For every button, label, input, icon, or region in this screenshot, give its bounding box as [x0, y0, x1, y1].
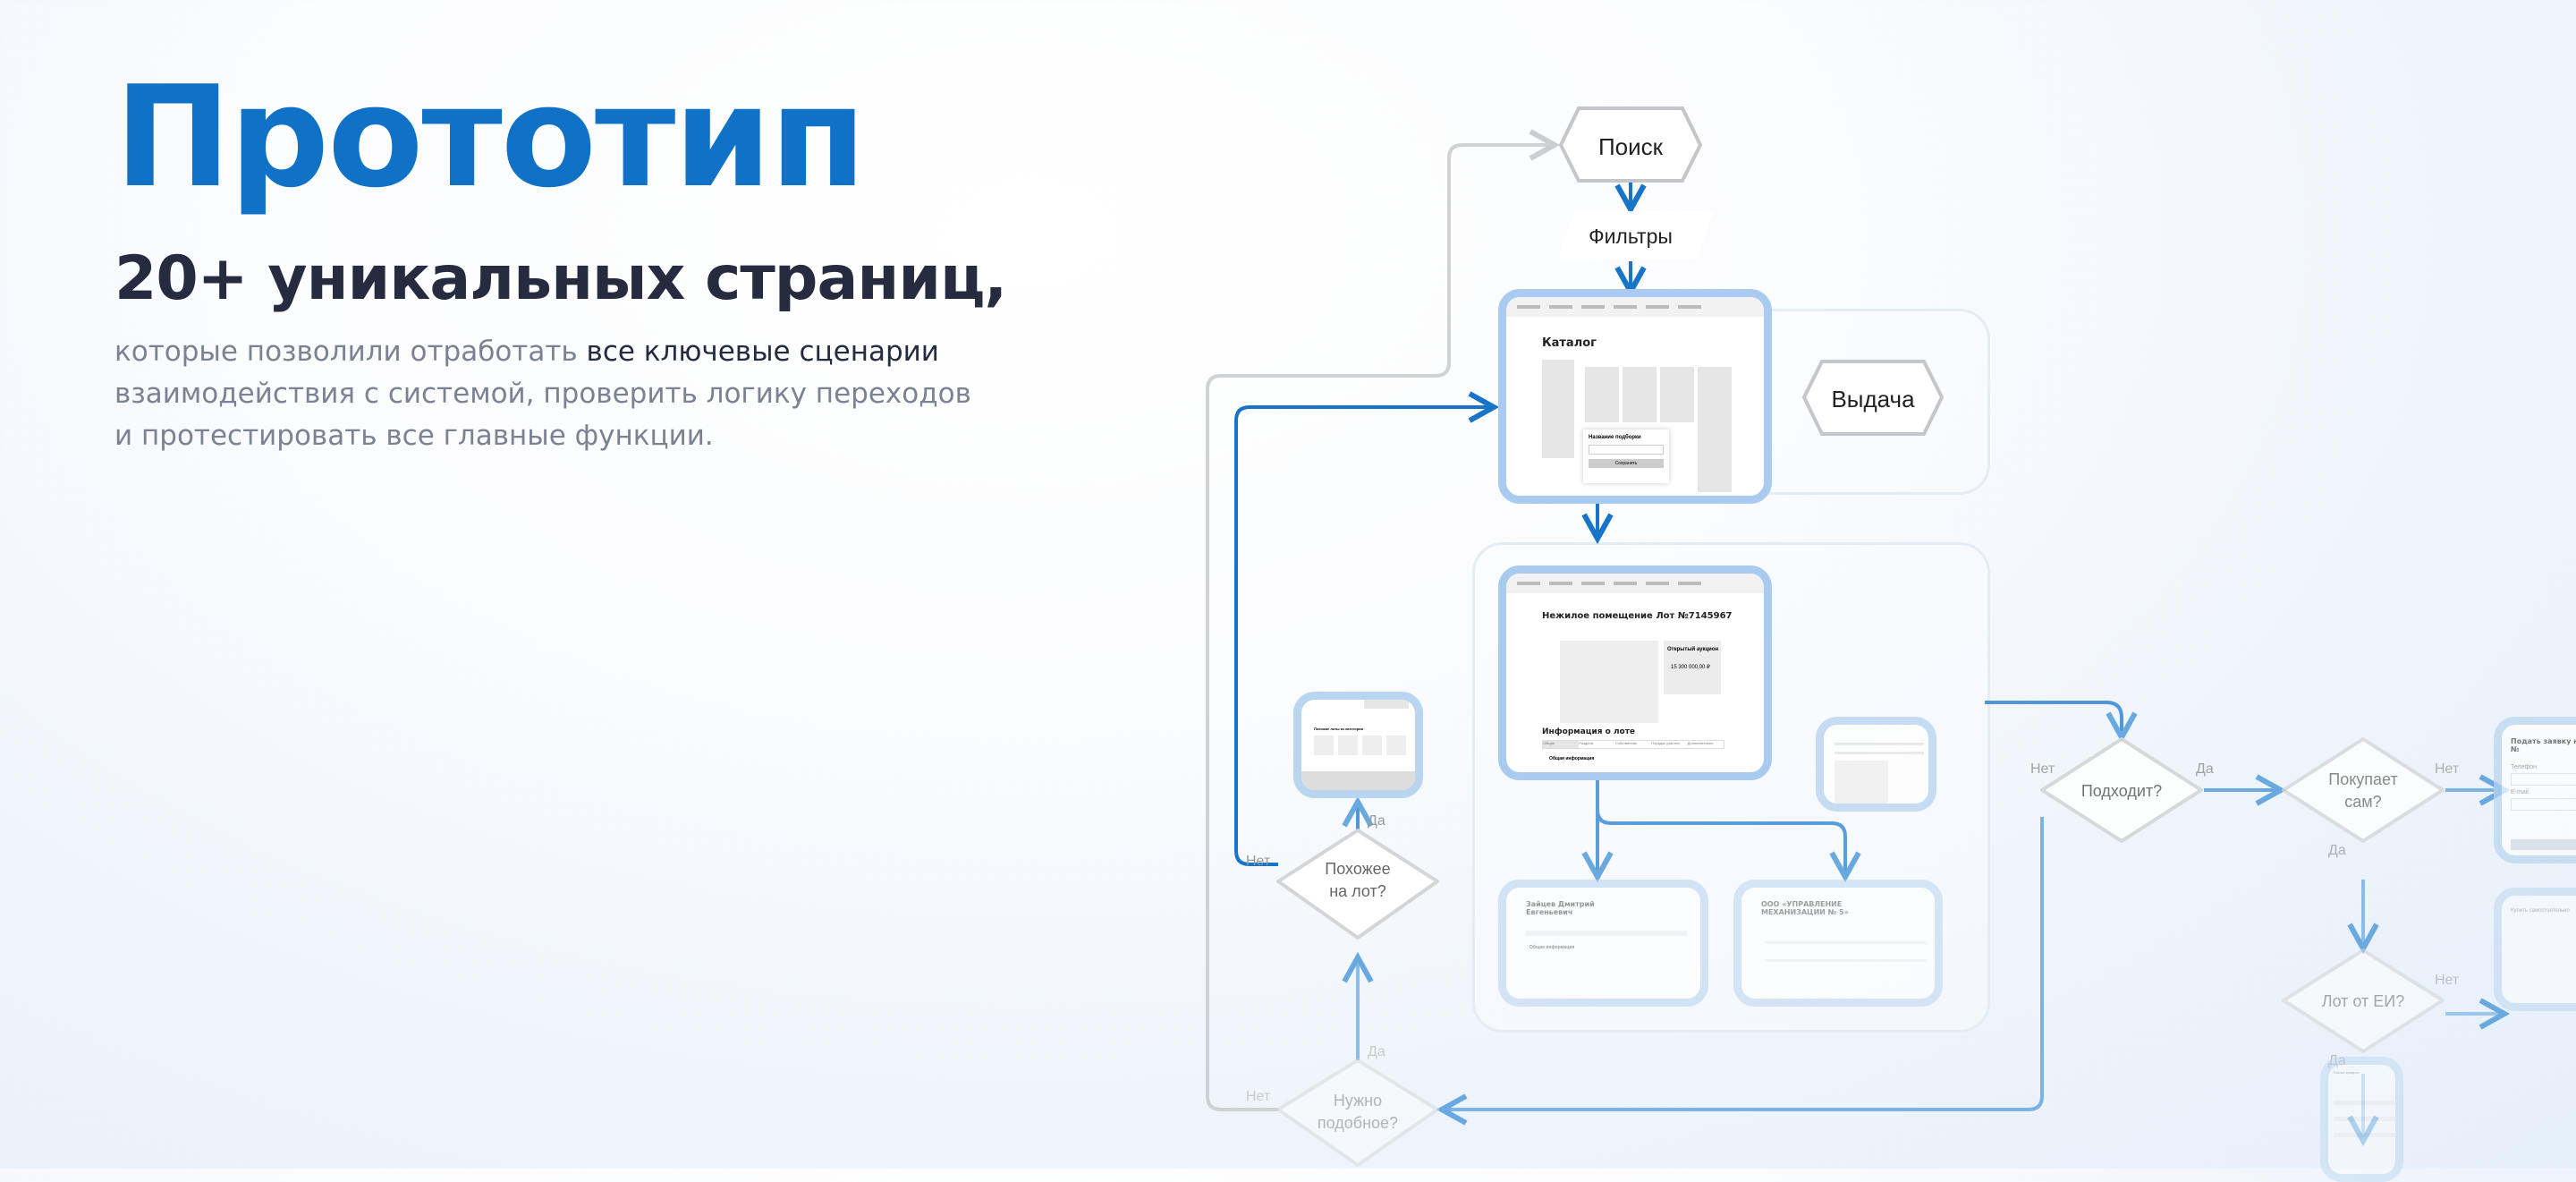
- buys-decision: Покупает сам? Нет Да: [2282, 737, 2460, 858]
- need-decision-label-2: подобное?: [1318, 1114, 1398, 1132]
- page-subtitle: 20+ уникальных страниц,: [114, 243, 1007, 314]
- catalog-screen[interactable]: Каталог Название подборки Сохранить: [1498, 289, 1772, 504]
- need-decision: Нужно подобное? Да Нет: [1246, 1044, 1439, 1167]
- auction-type: Открытый аукцион: [1667, 647, 1719, 652]
- tab-general[interactable]: Общие: [1543, 741, 1580, 748]
- connector-similar-no: [1234, 407, 1494, 866]
- desc-part2: взаимодействия с системой, проверить лог…: [114, 378, 971, 452]
- phone-label: Телефон: [2511, 764, 2538, 770]
- ei-no-label: Нет: [2435, 973, 2460, 988]
- person-screen[interactable]: Зайцев Дмитрий Евгеньевич Общая информац…: [1498, 880, 1708, 1007]
- credit-title: Расчет кредита: [2334, 1070, 2360, 1075]
- connector-lot-org: [1596, 809, 1845, 877]
- filters-node: [1557, 211, 1714, 259]
- org-screen[interactable]: ООО «УПРАВЛЕНИЕ МЕХАНИЗАЦИИ № 5»: [1733, 880, 1943, 1007]
- person-name: Зайцев Дмитрий Евгеньевич: [1526, 900, 1595, 916]
- lot-details-screen[interactable]: [1816, 717, 1936, 812]
- connector-need-no: [1206, 145, 1555, 1111]
- email-label: E-mail: [2511, 789, 2529, 795]
- site-nav: [1506, 574, 1764, 593]
- fits-no-label: Нет: [2030, 761, 2055, 777]
- tab-additional[interactable]: Дополнительно: [1687, 741, 1714, 745]
- self-buy-screen[interactable]: Купить самостоятельно: [2494, 888, 2576, 1011]
- catalog-title: Каталог: [1542, 336, 1597, 350]
- org-name: ООО «УПРАВЛЕНИЕ МЕХАНИЗАЦИИ № 5»: [1761, 900, 1849, 916]
- connector-fits-no: [1442, 817, 2044, 1110]
- results-node: [1801, 360, 1945, 436]
- desc-highlight: все ключевые сценарии: [586, 336, 939, 368]
- credit-screen[interactable]: Расчет кредита: [2320, 1057, 2403, 1182]
- ei-decision: Лот от ЕИ? Нет Да: [2282, 948, 2460, 1068]
- collection-name-input[interactable]: [1589, 445, 1664, 455]
- fits-decision: Подходит? Нет Да: [2030, 737, 2214, 843]
- self-buy-title: Купить самостоятельно: [2511, 908, 2570, 914]
- similar-decision-label-1: Похожее: [1325, 860, 1390, 878]
- tab-sections[interactable]: Разделы: [1579, 741, 1594, 745]
- similar-no-label: Нет: [1246, 854, 1271, 869]
- buys-decision-label-2: сам?: [2344, 793, 2381, 811]
- site-nav: [1506, 297, 1764, 317]
- apply-screen[interactable]: Подать заявку на лот № Телефон E-mail: [2494, 717, 2576, 863]
- lot-screen[interactable]: Нежилое помещение Лот №7145967 Открытый …: [1498, 565, 1772, 780]
- fits-decision-label: Подходит?: [2081, 782, 2162, 800]
- tab-participation[interactable]: Порядок участия: [1651, 741, 1680, 745]
- lot-info-heading: Информация о лоте: [1542, 727, 1636, 736]
- similar-lots-screen[interactable]: Похожие лоты из категории: [1293, 692, 1423, 798]
- results-node-label: Выдача: [1831, 386, 1915, 412]
- connector-lot-fits: [1985, 701, 2122, 737]
- buys-decision-label-1: Покупает: [2328, 770, 2397, 788]
- similar-lots-title: Похожие лоты из категории: [1314, 727, 1364, 731]
- similar-decision: Похожее на лот? Да Нет: [1246, 813, 1439, 940]
- save-button[interactable]: Сохранить: [1589, 459, 1664, 468]
- filters-node-label: Фильтры: [1589, 225, 1673, 248]
- tab-owner[interactable]: Собственник: [1614, 741, 1637, 745]
- search-node-label: Поиск: [1598, 133, 1664, 160]
- person-general-heading: Общая информация: [1530, 945, 1575, 950]
- general-info-heading: Общая информация: [1549, 756, 1595, 761]
- submit-button[interactable]: [2511, 839, 2576, 850]
- similar-decision-label-2: на лот?: [1329, 882, 1386, 900]
- modal-title: Название подборки: [1589, 435, 1641, 440]
- email-input[interactable]: [2511, 798, 2576, 811]
- lot-price: 15 300 000,00 ₽: [1671, 665, 1710, 670]
- page-description: которые позволили отработать все ключевы…: [114, 331, 991, 457]
- lot-title: Нежилое помещение Лот №7145967: [1542, 611, 1733, 621]
- fits-yes-label: Да: [2196, 761, 2214, 777]
- search-node: [1558, 106, 1703, 183]
- similar-yes-label: Да: [1368, 813, 1385, 829]
- desc-part1: которые позволили отработать: [114, 336, 587, 368]
- collection-modal[interactable]: Название подборки Сохранить: [1583, 429, 1669, 483]
- buys-no-label: Нет: [2435, 761, 2460, 777]
- ei-decision-label: Лот от ЕИ?: [2322, 992, 2405, 1010]
- buys-yes-label: Да: [2328, 843, 2346, 858]
- page-title: Прототип: [114, 55, 866, 218]
- need-yes-label: Да: [1368, 1044, 1385, 1059]
- phone-input[interactable]: [2511, 773, 2576, 786]
- need-decision-label-1: Нужно: [1334, 1092, 1382, 1110]
- apply-title: Подать заявку на лот №: [2511, 737, 2576, 753]
- need-no-label: Нет: [1246, 1089, 1271, 1104]
